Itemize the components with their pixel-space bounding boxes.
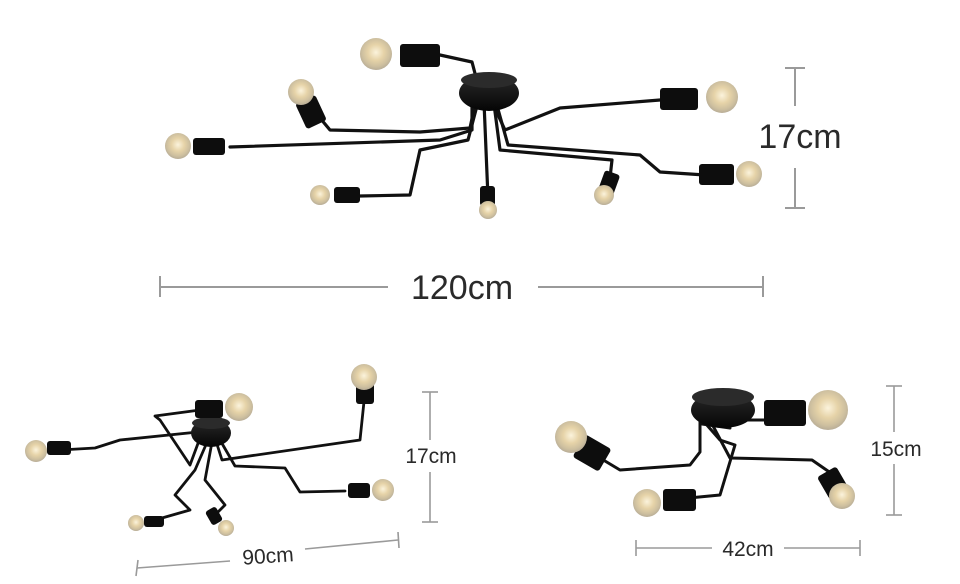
lamp-8-arm: 17cm 120cm	[159, 38, 842, 307]
lamp-4-width-label: 42cm	[722, 538, 773, 561]
lamp-4-width-dimension	[635, 540, 861, 556]
lamp-6-height-dimension	[422, 391, 438, 523]
lamp-6-width-label: 90cm	[242, 543, 295, 570]
lamp-6-arm: 17cm 90cm	[25, 364, 457, 577]
lamp-8-bulb	[479, 186, 497, 219]
lamp-4-arm-rods	[598, 418, 840, 502]
lamp-6-height-label: 17cm	[405, 445, 456, 468]
lamp-4-arm: 15cm 42cm	[555, 385, 922, 561]
lamp-8-height-dimension	[785, 67, 805, 209]
lamp-8-height-label: 17cm	[758, 118, 841, 156]
lamp-6-bulb	[128, 515, 164, 531]
lamp-8-bulb	[594, 170, 620, 205]
lamp-4-bulb	[555, 421, 611, 471]
lamp-8-bulb	[165, 133, 225, 159]
lamp-8-bulb	[310, 185, 360, 205]
lamp-6-bulb	[348, 479, 394, 501]
lamp-4-height-label: 15cm	[870, 438, 921, 461]
lamp-8-bulb	[288, 79, 326, 129]
lamp-4-bulb	[633, 489, 696, 517]
lamp-4-bulb	[818, 467, 855, 509]
lamp-4-bulb	[764, 390, 848, 430]
lamp-6-width-dimension	[135, 531, 400, 577]
lamp-8-width-label: 120cm	[411, 269, 513, 307]
lamp-8-bulb	[660, 81, 738, 113]
lamp-8-bulb	[360, 38, 440, 70]
lamp-4-height-dimension	[886, 385, 902, 516]
lamp-8-width-dimension	[159, 276, 764, 297]
lamp-6-bulb	[205, 507, 234, 536]
lamp-6-bulb	[25, 440, 71, 462]
lamp-8-bulb	[699, 161, 762, 187]
lamp-6-bulb	[351, 364, 377, 404]
lamp-6-arm-rods	[58, 390, 367, 522]
lamp-6-bulb	[195, 393, 253, 421]
